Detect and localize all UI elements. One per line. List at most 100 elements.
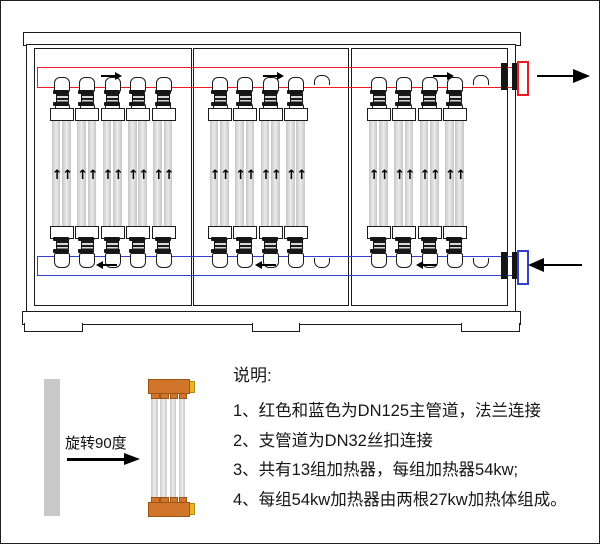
union-flange — [236, 249, 253, 253]
union-flange — [370, 90, 386, 94]
union-stem — [238, 240, 252, 249]
arrow-shaft — [262, 264, 276, 266]
union-flange — [211, 249, 227, 253]
heater-unit: ↑↑ — [100, 77, 125, 269]
union-flange — [129, 102, 146, 106]
return-branch-bulb — [396, 253, 413, 268]
heater-unit: ↑↑ — [443, 77, 468, 269]
cabinet-foot-center — [252, 323, 300, 332]
union-flange — [211, 102, 227, 106]
union-flange — [103, 249, 120, 253]
flow-up-arrow: ↑ — [379, 168, 391, 183]
heater-header-top — [443, 108, 468, 121]
capped-stub-supply — [313, 75, 330, 85]
union-flange — [53, 237, 69, 241]
return-branch-bulb — [288, 253, 305, 268]
heater-tube — [404, 119, 414, 226]
heater-tube — [444, 119, 454, 226]
union-flange — [420, 249, 437, 253]
arrow-shaft — [101, 75, 115, 77]
mini-heater-tube — [178, 397, 186, 497]
union-flange — [78, 90, 95, 94]
union-stem — [423, 240, 437, 249]
union-stem — [55, 93, 69, 102]
heater-unit: ↑↑ — [50, 77, 74, 269]
union-flange — [211, 90, 227, 94]
union-stem — [372, 240, 386, 249]
arrow-head — [277, 72, 284, 80]
flow-up-arrow: ↑ — [87, 168, 99, 183]
union-flange — [395, 249, 412, 253]
union-flange — [446, 249, 463, 253]
return-flow-arrow — [255, 261, 276, 269]
heater-tube — [127, 119, 137, 226]
union-flange — [420, 237, 437, 241]
arrow-head — [124, 453, 140, 465]
union-stem — [289, 240, 303, 249]
union-flange — [211, 237, 227, 241]
heater-unit: ↑↑ — [151, 77, 176, 269]
return-branch-bulb — [212, 253, 228, 268]
union-flange — [261, 249, 278, 253]
union-stem — [238, 93, 252, 102]
heater-tube — [209, 119, 219, 226]
return-inlet-arrow — [528, 257, 582, 273]
union-stem — [55, 240, 69, 249]
union-flange — [395, 90, 412, 94]
union-flange — [103, 102, 120, 106]
supply-flow-arrow — [101, 72, 122, 80]
union-stem — [372, 93, 386, 102]
flow-up-arrow: ↑ — [419, 168, 431, 183]
flow-up-arrow: ↑ — [444, 168, 456, 183]
union-flange — [287, 249, 304, 253]
union-flange — [154, 90, 171, 94]
heater-tube — [455, 119, 464, 226]
supply-flow-arrow — [263, 72, 284, 80]
supply-outlet-arrow — [537, 68, 590, 84]
arrow-head — [528, 257, 544, 272]
supply-outlet-flange — [517, 61, 529, 96]
union-stem — [289, 93, 303, 102]
capped-stub-supply — [472, 75, 489, 85]
heater-unit: ↑↑ — [258, 77, 283, 269]
heater-tube — [394, 119, 403, 226]
heater-header-top — [208, 108, 232, 121]
return-flow-arrow — [96, 261, 117, 269]
mini-heater-tube — [160, 397, 167, 497]
heater-header-top — [284, 108, 309, 121]
flow-up-arrow: ↑ — [245, 168, 257, 183]
heater-tube — [368, 119, 378, 226]
union-flange — [370, 237, 386, 241]
union-flange — [370, 249, 386, 253]
union-flange — [370, 102, 386, 106]
heater-header-top — [50, 108, 74, 121]
return-branch-bulb — [237, 253, 254, 268]
flow-up-arrow: ↑ — [368, 168, 380, 183]
heater-tube — [153, 119, 162, 226]
supply-flow-arrow — [433, 72, 454, 80]
flow-up-arrow: ↑ — [270, 168, 282, 183]
flow-up-arrow: ↑ — [127, 168, 139, 183]
flow-up-arrow: ↑ — [77, 168, 89, 183]
heater-tube — [379, 119, 388, 226]
union-stem — [264, 240, 278, 249]
heater-tube — [112, 119, 122, 226]
heater-header-top — [417, 108, 442, 121]
union-stem — [131, 240, 145, 249]
mini-heater-top-header — [148, 379, 190, 394]
arrow-shaft — [537, 74, 573, 78]
union-flange — [78, 102, 95, 106]
heater-tube — [87, 119, 97, 226]
union-flange — [129, 90, 146, 94]
union-stem — [80, 93, 94, 102]
arrow-shaft — [67, 458, 124, 461]
heater-tube — [220, 119, 229, 226]
union-flange — [446, 237, 463, 241]
arrow-shaft — [544, 263, 582, 267]
arrow-shaft — [103, 264, 117, 266]
return-branch-bulb — [447, 253, 464, 268]
arrow-shaft — [433, 75, 447, 77]
return-wall-seal — [501, 252, 507, 279]
heater-tube — [51, 119, 61, 226]
